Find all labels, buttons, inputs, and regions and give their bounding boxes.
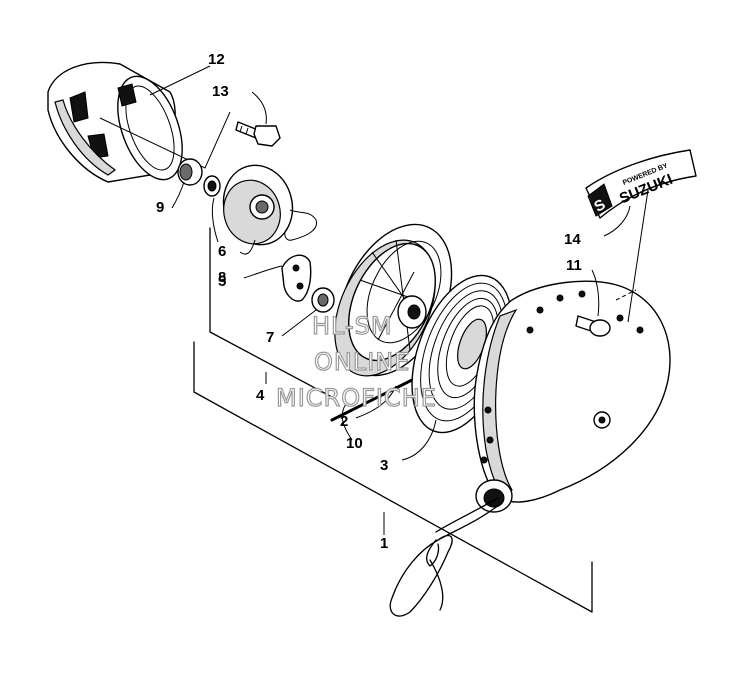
leader-7 xyxy=(281,309,317,337)
part-6-washer xyxy=(203,175,221,197)
watermark: HL-SM ONLINE MICROFICHE xyxy=(275,311,437,412)
callout-9: 9 xyxy=(156,199,164,216)
part-1-starter-housing xyxy=(473,280,671,503)
callout-4: 4 xyxy=(256,387,265,404)
leader-10 xyxy=(341,403,353,441)
leader-6 xyxy=(211,197,219,243)
leader-11 xyxy=(591,269,600,317)
leader-5 xyxy=(243,265,283,279)
subassembly-bracket xyxy=(209,227,331,397)
callout-6: 6 xyxy=(218,243,226,260)
callout-10: 10 xyxy=(346,435,363,452)
assembly-bracket xyxy=(193,341,593,613)
callout-7: 7 xyxy=(266,329,274,346)
callout-3: 3 xyxy=(380,457,388,474)
callout-11: 11 xyxy=(566,257,582,274)
watermark-line-1: HL-SM xyxy=(312,312,393,340)
watermark-line-2: ONLINE xyxy=(314,348,410,376)
leader-3 xyxy=(401,419,437,461)
centerline-housing xyxy=(615,289,637,301)
part-12-starter-cup xyxy=(47,61,183,183)
part-5-pawl xyxy=(281,254,312,302)
part-14-decal: S POWERED BY SUZUKI xyxy=(585,149,697,219)
leader-14 xyxy=(603,205,631,237)
part-13-bolt xyxy=(235,121,281,147)
part-8-ratchet-pulley xyxy=(222,164,317,246)
callout-5: 5 xyxy=(218,273,226,290)
part-2-reel xyxy=(334,223,453,377)
leader-12 xyxy=(149,65,211,96)
part-10-spring xyxy=(330,378,414,422)
callout-1: 1 xyxy=(380,535,388,552)
callout-8: 8 xyxy=(218,269,226,286)
centerline-12 xyxy=(99,111,231,169)
callout-2: 2 xyxy=(340,413,348,430)
leader-13 xyxy=(251,91,267,125)
rope-and-handle xyxy=(389,479,513,617)
part-7-washer xyxy=(311,287,335,313)
leader-8 xyxy=(239,239,256,255)
callout-labels: 12 13 9 6 8 5 7 4 2 10 3 1 11 14 xyxy=(156,51,582,552)
decal-pointer xyxy=(627,189,649,323)
watermark-line-3: MICROFICHE xyxy=(276,384,437,412)
part-9-collar xyxy=(177,158,203,186)
callout-12: 12 xyxy=(208,51,225,68)
leader-9 xyxy=(171,181,185,209)
callout-13: 13 xyxy=(212,83,229,100)
callout-14: 14 xyxy=(564,231,581,248)
part-11-screw xyxy=(575,315,611,337)
